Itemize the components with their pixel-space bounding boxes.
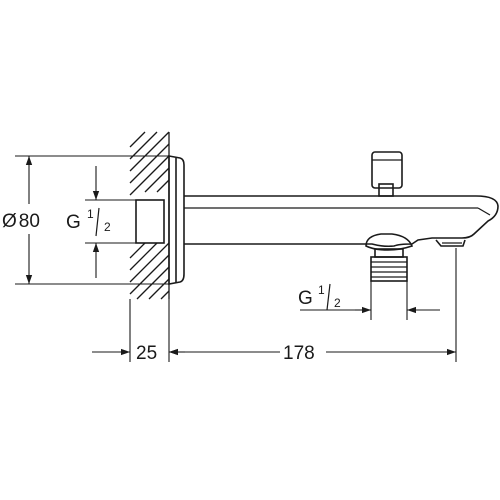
rosette-depth-label: 25	[136, 343, 157, 364]
wall-connector	[135, 199, 165, 244]
diverter-knob	[371, 151, 403, 197]
wall-hatching	[129, 131, 170, 300]
diverter-thread-prefix: G	[298, 288, 313, 309]
diverter-thread-dimension: G 1 2	[298, 281, 440, 320]
aerator-outlet	[435, 239, 466, 247]
rosette-depth-dimension: 25	[92, 299, 185, 364]
diverter-knob-cap	[371, 151, 403, 189]
diameter-value: 80	[19, 211, 40, 232]
wall-thread-denominator: 2	[104, 220, 111, 234]
diverter-thread-numerator: 1	[318, 283, 325, 297]
spout-length-dimension: 178	[169, 248, 457, 364]
spout-tip-face	[477, 207, 491, 216]
wall-thread-fraction-slash	[95, 207, 100, 237]
wall-thread-numerator: 1	[87, 207, 94, 221]
diverter-thread-lines	[371, 261, 407, 278]
spout-length-label: 178	[283, 343, 315, 364]
wall-thread-dimension: G 1 2	[64, 166, 136, 278]
diverter-thread-fraction-slash	[326, 283, 331, 311]
diverter-knob-stem	[378, 183, 394, 197]
spout-body	[184, 195, 499, 248]
rosette	[168, 155, 185, 285]
diverter-thread	[370, 256, 408, 282]
diverter-connector	[365, 233, 414, 282]
wall-thread-prefix: G	[66, 212, 81, 233]
diverter-thread-denominator: 2	[334, 296, 341, 310]
diameter-symbol: Ø	[2, 211, 17, 232]
